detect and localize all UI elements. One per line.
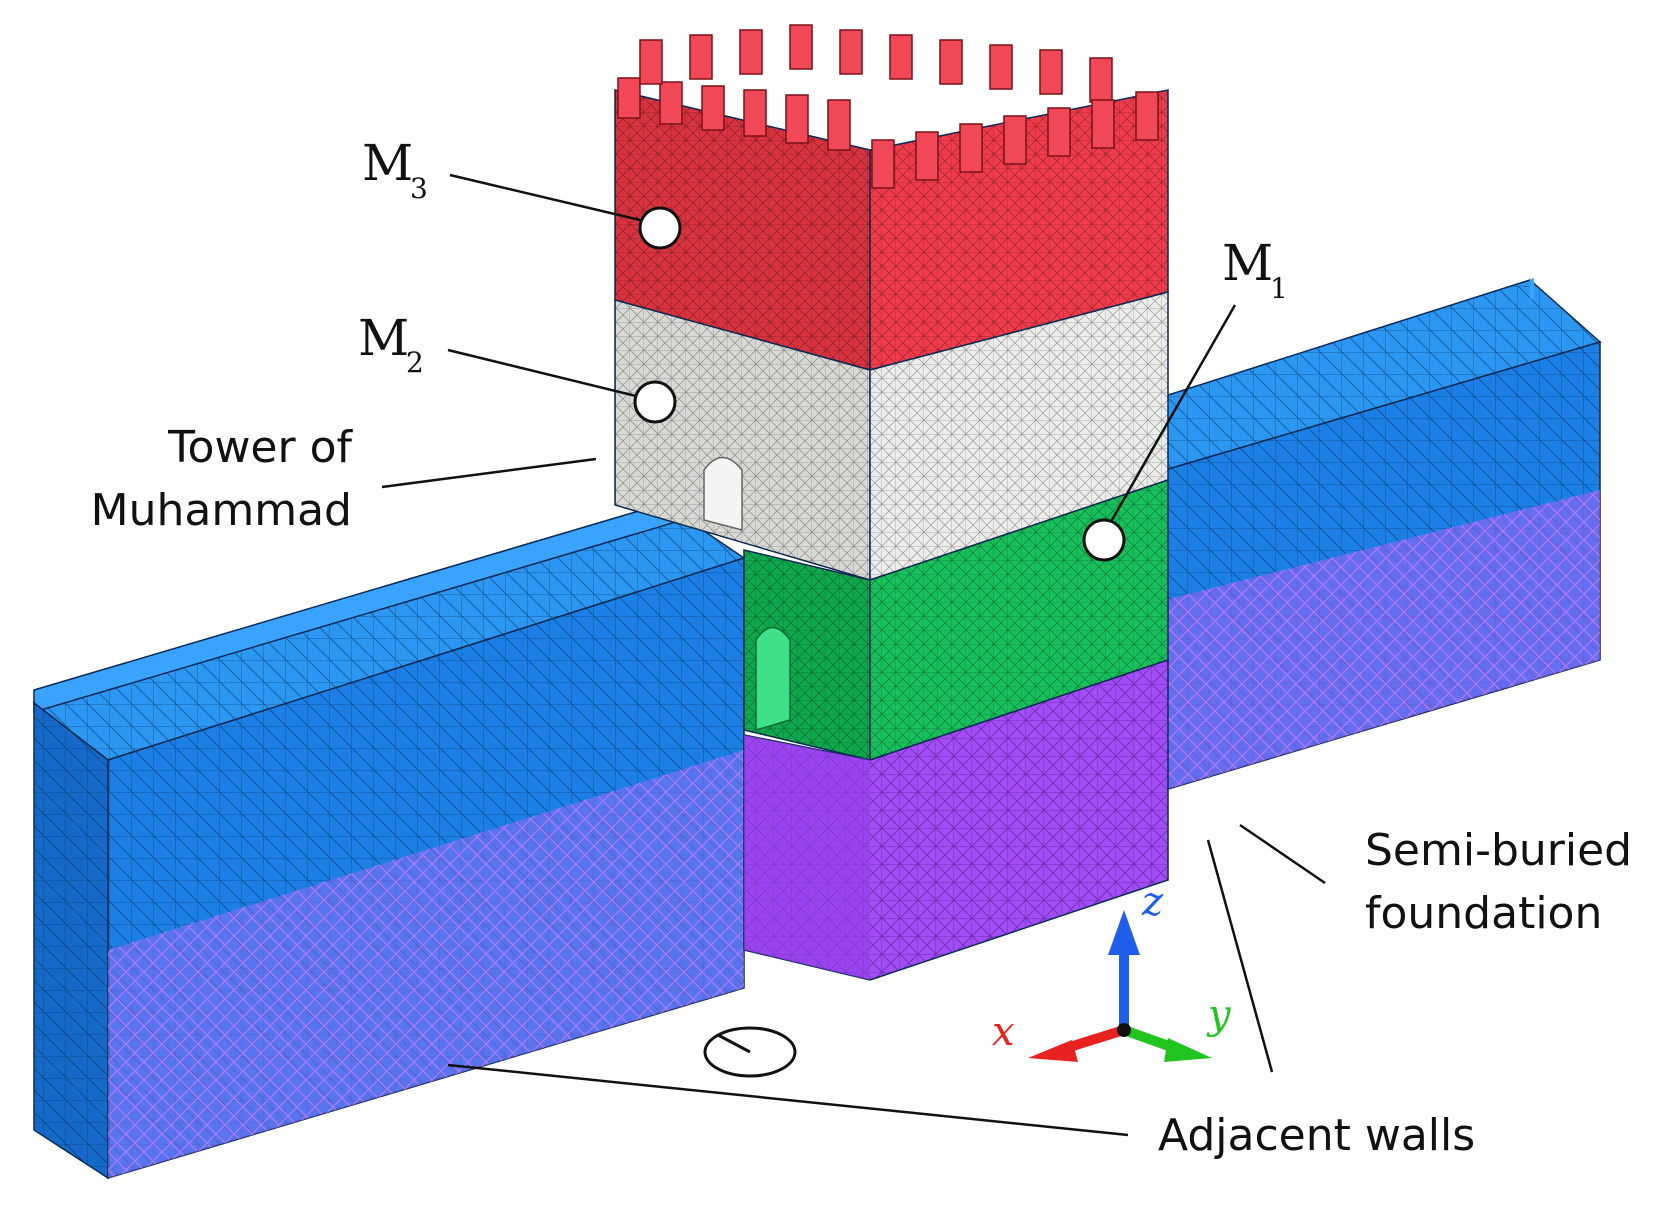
measurement-marker-m3 xyxy=(638,206,682,250)
leader-line-m2 xyxy=(447,348,637,398)
leader-line-foundation-1 xyxy=(1239,823,1326,885)
view-symbol-icon xyxy=(703,1026,797,1078)
left-adjacent-wall xyxy=(32,498,746,1180)
label-m3-subscript: 3 xyxy=(410,172,428,205)
label-m3: M 3 xyxy=(362,134,428,205)
axis-triad: z x y xyxy=(992,879,1232,1062)
label-m1: M 1 xyxy=(1222,234,1288,305)
semi-buried-foundation xyxy=(743,658,1169,981)
leader-line-walls xyxy=(447,1063,1129,1137)
measurement-marker-m1 xyxy=(1082,518,1126,562)
label-m1-letter: M xyxy=(1222,234,1273,292)
label-m2: M 2 xyxy=(358,309,424,379)
leader-line-m1 xyxy=(1110,304,1237,521)
label-m2-subscript: 2 xyxy=(406,346,424,379)
measurement-marker-m2 xyxy=(633,380,677,424)
label-m1-subscript: 1 xyxy=(1270,272,1288,305)
label-m3-letter: M xyxy=(362,134,413,192)
axis-label-z: z xyxy=(1141,879,1164,925)
axis-label-x: x xyxy=(992,1009,1015,1055)
label-adjacent-walls: Adjacent walls xyxy=(1158,1110,1475,1161)
leader-line-tower xyxy=(381,457,597,489)
right-adjacent-wall xyxy=(1164,278,1602,792)
label-m2-letter: M xyxy=(358,309,409,367)
label-foundation-line2: foundation xyxy=(1365,888,1602,939)
leader-line-foundation-2 xyxy=(1206,839,1274,1073)
label-tower-line1: Tower of xyxy=(167,422,353,473)
axis-label-y: y xyxy=(1206,992,1232,1038)
label-foundation-line1: Semi-buried xyxy=(1365,825,1632,876)
leader-line-m3 xyxy=(449,173,641,222)
label-tower-line2: Muhammad xyxy=(91,485,352,536)
